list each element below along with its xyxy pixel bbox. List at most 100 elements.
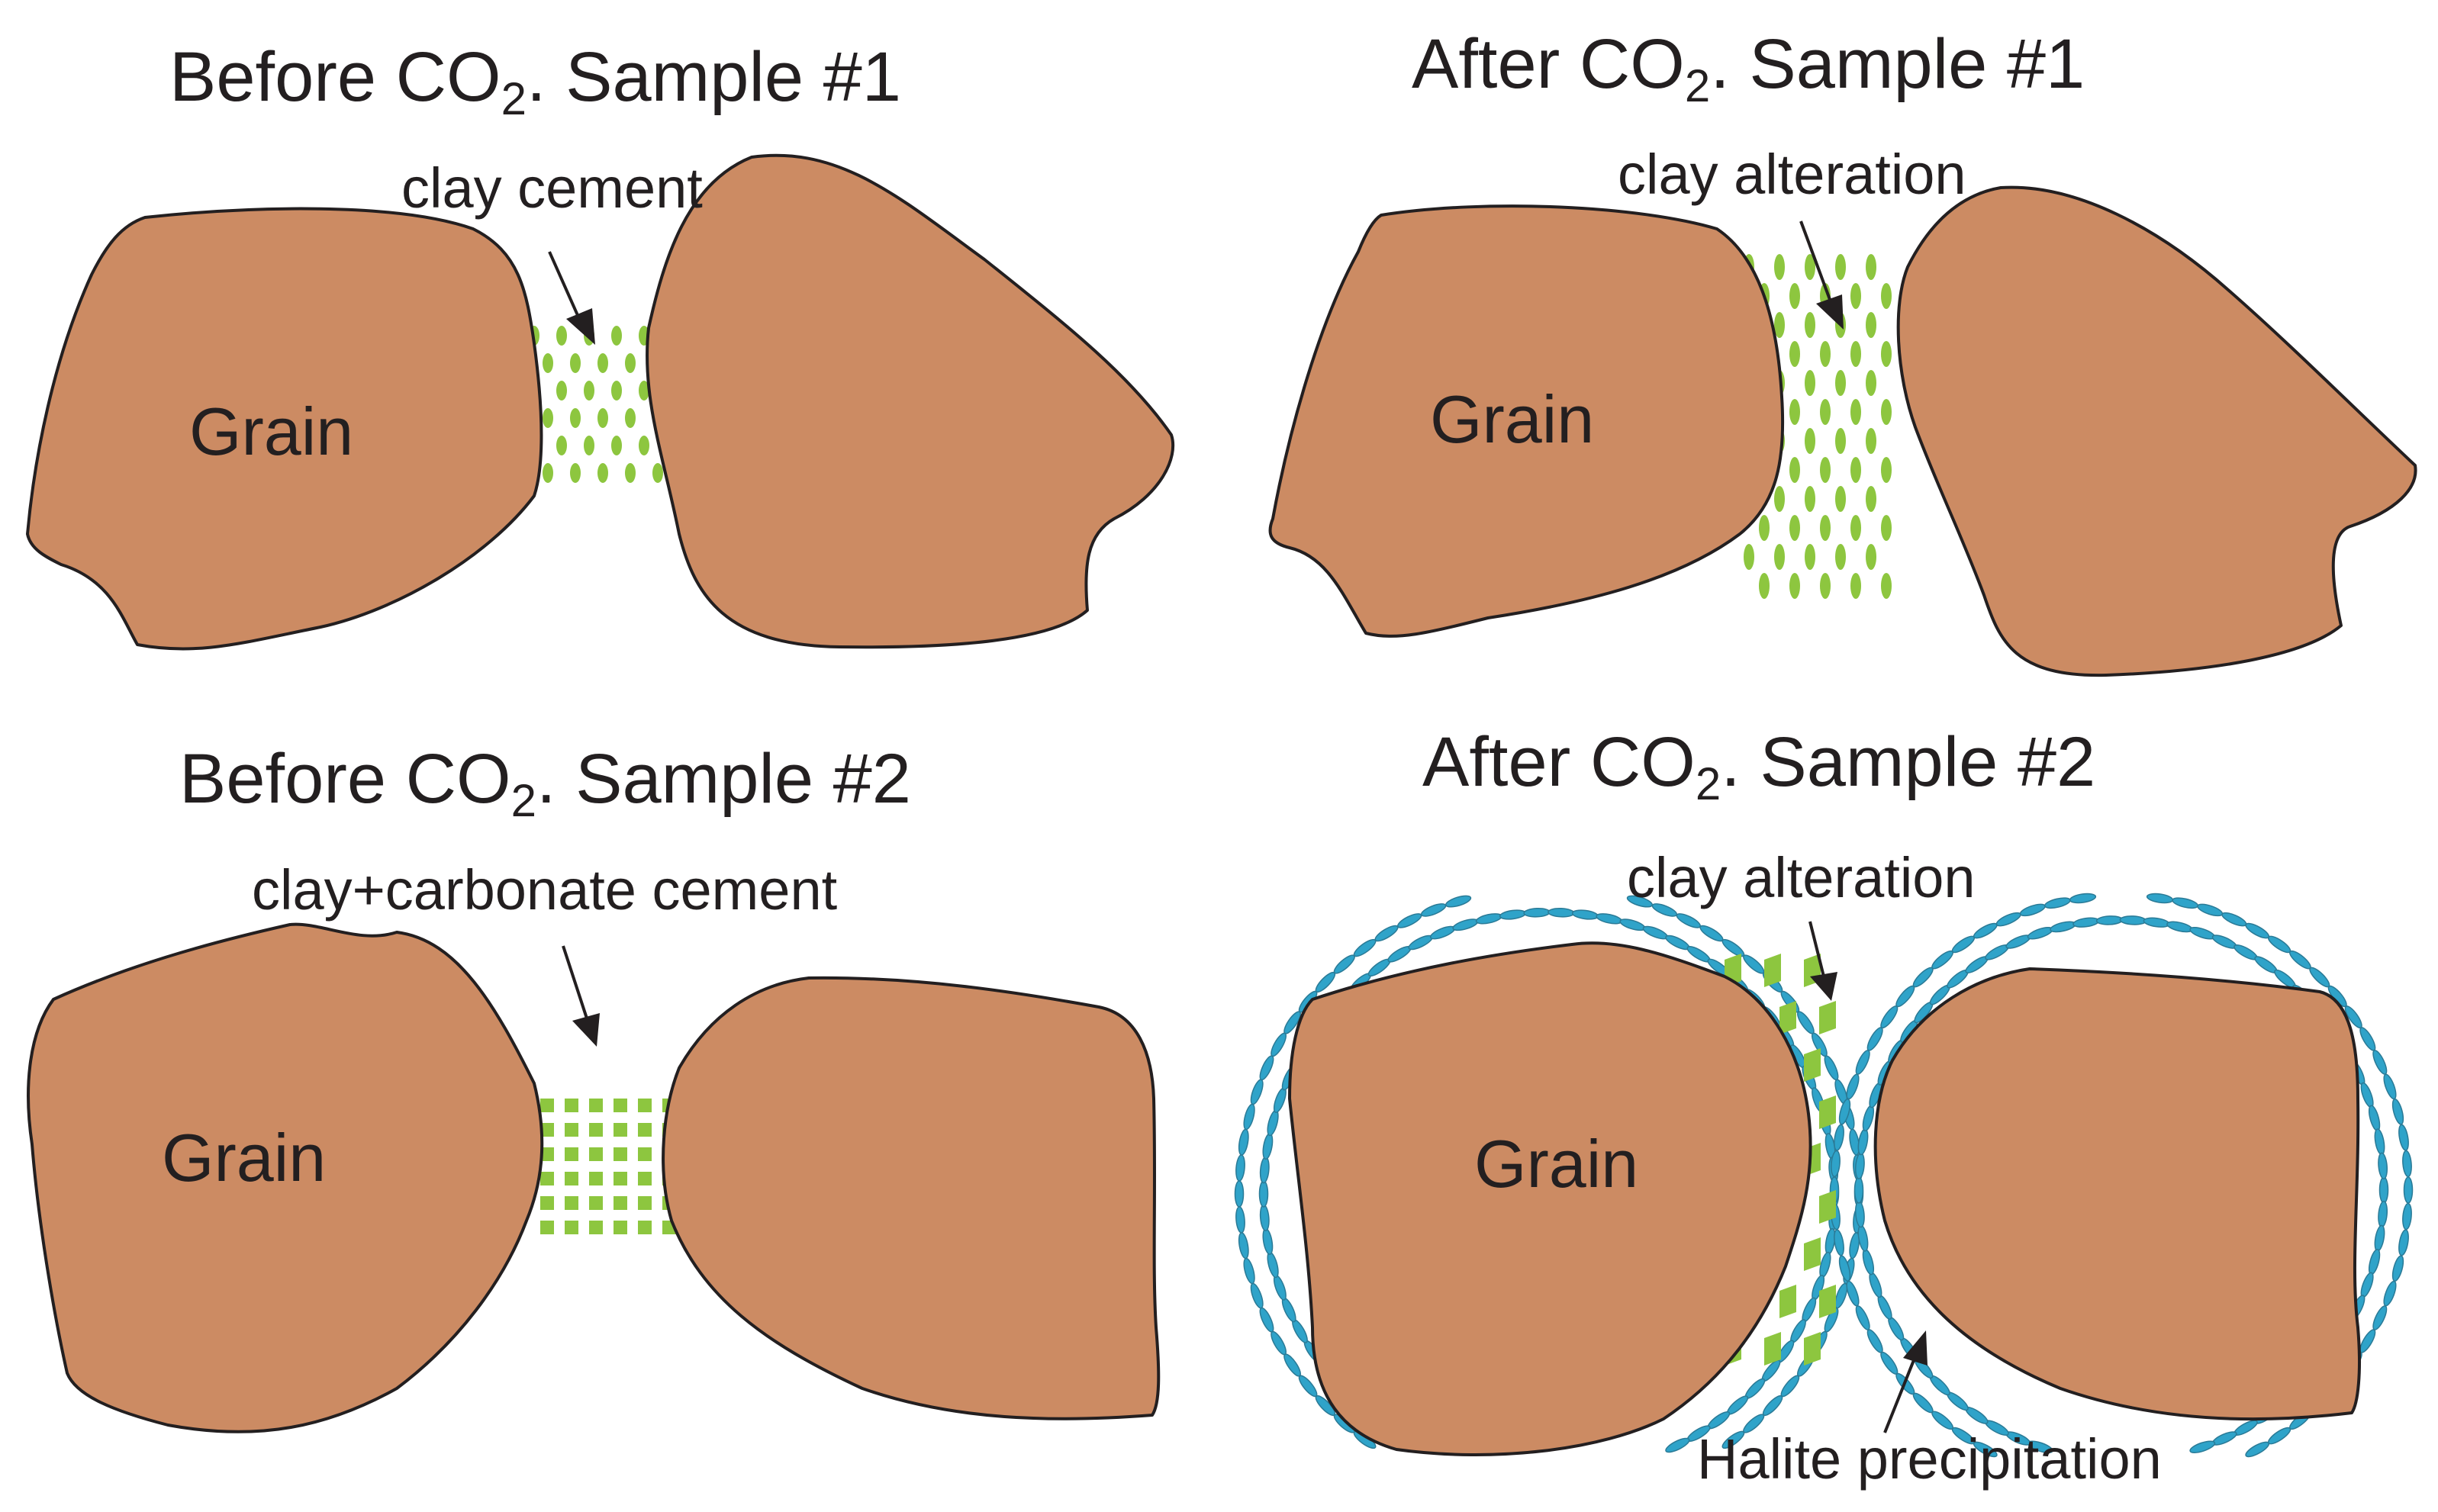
halite-crystal <box>1951 935 1976 954</box>
clay-oval <box>1866 254 1876 280</box>
halite-crystal <box>1250 1079 1264 1105</box>
halite-crystal <box>1895 985 1915 1008</box>
halite-crystal <box>1283 1353 1301 1377</box>
clay-oval <box>1866 544 1876 570</box>
clay-carbonate-square <box>565 1147 578 1161</box>
clay-oval <box>1774 544 1785 570</box>
halite-crystal <box>2372 1050 2388 1075</box>
clay-oval <box>1850 341 1861 367</box>
halite-crystal <box>2043 897 2071 909</box>
halite-crystal <box>1912 1392 1934 1414</box>
halite-crystal <box>2391 1255 2404 1282</box>
halite-crystal <box>1931 950 1953 970</box>
clay-oval <box>1789 399 1800 425</box>
clay-oval <box>1881 341 1892 367</box>
halite-crystal <box>2402 1202 2412 1231</box>
halite-crystal <box>1862 1105 1875 1132</box>
halite-crystal <box>2119 915 2147 925</box>
halite-crystal <box>1315 971 1336 993</box>
clay-oval <box>570 463 581 483</box>
clay-parallelogram <box>1764 954 1781 987</box>
halite-crystal <box>1721 1430 1745 1449</box>
halite-crystal <box>1855 1050 1870 1075</box>
halite-crystal <box>2005 935 2031 949</box>
halite-crystal <box>1862 1248 1875 1276</box>
clay-carbonate-square <box>614 1147 627 1161</box>
clay-carbonate-square <box>589 1099 603 1112</box>
clay-oval <box>1789 341 1800 367</box>
halite-crystal <box>1267 1251 1279 1279</box>
halite-crystal <box>2172 897 2199 909</box>
annotation-label: clay+carbonate cement <box>252 858 838 922</box>
clay-oval <box>1805 428 1815 454</box>
halite-crystal <box>2368 1105 2381 1132</box>
clay-oval <box>625 408 636 428</box>
clay-carbonate-square <box>638 1099 652 1112</box>
annotation-arrow <box>1799 220 1844 330</box>
halite-crystal <box>1846 1073 1860 1100</box>
halite-crystal <box>1995 912 2021 927</box>
panel-before-sample-1: Before CO2. Sample #1 Grain clay cement <box>26 38 1175 651</box>
halite-crystal <box>1721 938 1745 957</box>
halite-crystal <box>1877 1295 1892 1320</box>
clay-oval <box>1850 457 1861 483</box>
clay-oval <box>1881 399 1892 425</box>
clay-oval <box>1789 283 1800 309</box>
grain-right <box>1896 185 2417 677</box>
clay-carbonate-square <box>638 1221 652 1234</box>
clay-oval <box>1820 573 1831 599</box>
clay-parallelogram <box>1804 1048 1821 1082</box>
clay-oval <box>1820 457 1831 483</box>
clay-oval <box>639 381 649 401</box>
halite-crystal <box>1824 1055 1839 1081</box>
clay-carbonate-square <box>565 1172 578 1185</box>
clay-oval <box>1850 573 1861 599</box>
grain-right <box>1873 967 2362 1421</box>
grain-right <box>646 153 1175 649</box>
halite-crystal <box>2378 1152 2388 1179</box>
clay-parallelogram <box>1764 1332 1781 1366</box>
clay-carbonate-square <box>614 1099 627 1112</box>
halite-crystal <box>2368 1248 2381 1276</box>
halite-crystal <box>1834 1229 1844 1256</box>
halite-crystal <box>1676 913 1701 928</box>
clay-carbonate-square <box>589 1123 603 1137</box>
clay-oval <box>556 326 567 346</box>
halite-crystal <box>1262 1227 1274 1255</box>
clay-parallelogram <box>1779 1285 1796 1318</box>
clay-oval <box>556 381 567 401</box>
halite-crystal <box>1855 1305 1870 1330</box>
halite-crystal <box>1797 1011 1815 1034</box>
clay-oval <box>1866 428 1876 454</box>
halite-crystal <box>2245 1441 2270 1458</box>
halite-crystal <box>1273 1087 1287 1113</box>
halite-crystal <box>1444 895 1472 908</box>
halite-crystal <box>2402 1150 2412 1178</box>
clay-carbonate-square <box>565 1221 578 1234</box>
clay-oval <box>1805 254 1815 280</box>
clay-oval <box>570 408 581 428</box>
annotation-arrow <box>548 251 595 345</box>
halite-crystal <box>1880 1005 1899 1029</box>
clay-carbonate-square <box>540 1172 554 1185</box>
clay-oval <box>1835 370 1846 396</box>
clay-oval <box>1789 573 1800 599</box>
grain-label: Grain <box>162 1120 326 1195</box>
clay-oval <box>1820 399 1831 425</box>
halite-crystal <box>1429 925 1456 940</box>
halite-crystal <box>1281 1297 1296 1323</box>
halite-crystal <box>1250 1282 1264 1309</box>
halite-crystal <box>1243 1257 1255 1285</box>
clay-oval <box>543 408 553 428</box>
halite-crystal <box>1857 1128 1869 1156</box>
halite-crystal <box>1853 1176 1864 1204</box>
halite-crystal <box>1374 925 1399 942</box>
halite-crystal <box>2403 1176 2414 1204</box>
clay-parallelogram <box>1819 1285 1836 1318</box>
halite-crystal <box>2383 1073 2397 1100</box>
clay-parallelogram <box>1819 1001 1836 1034</box>
halite-crystal <box>1271 1330 1287 1356</box>
clay-oval <box>1789 457 1800 483</box>
halite-crystal <box>1234 1180 1245 1208</box>
halite-crystal <box>2267 1427 2291 1445</box>
